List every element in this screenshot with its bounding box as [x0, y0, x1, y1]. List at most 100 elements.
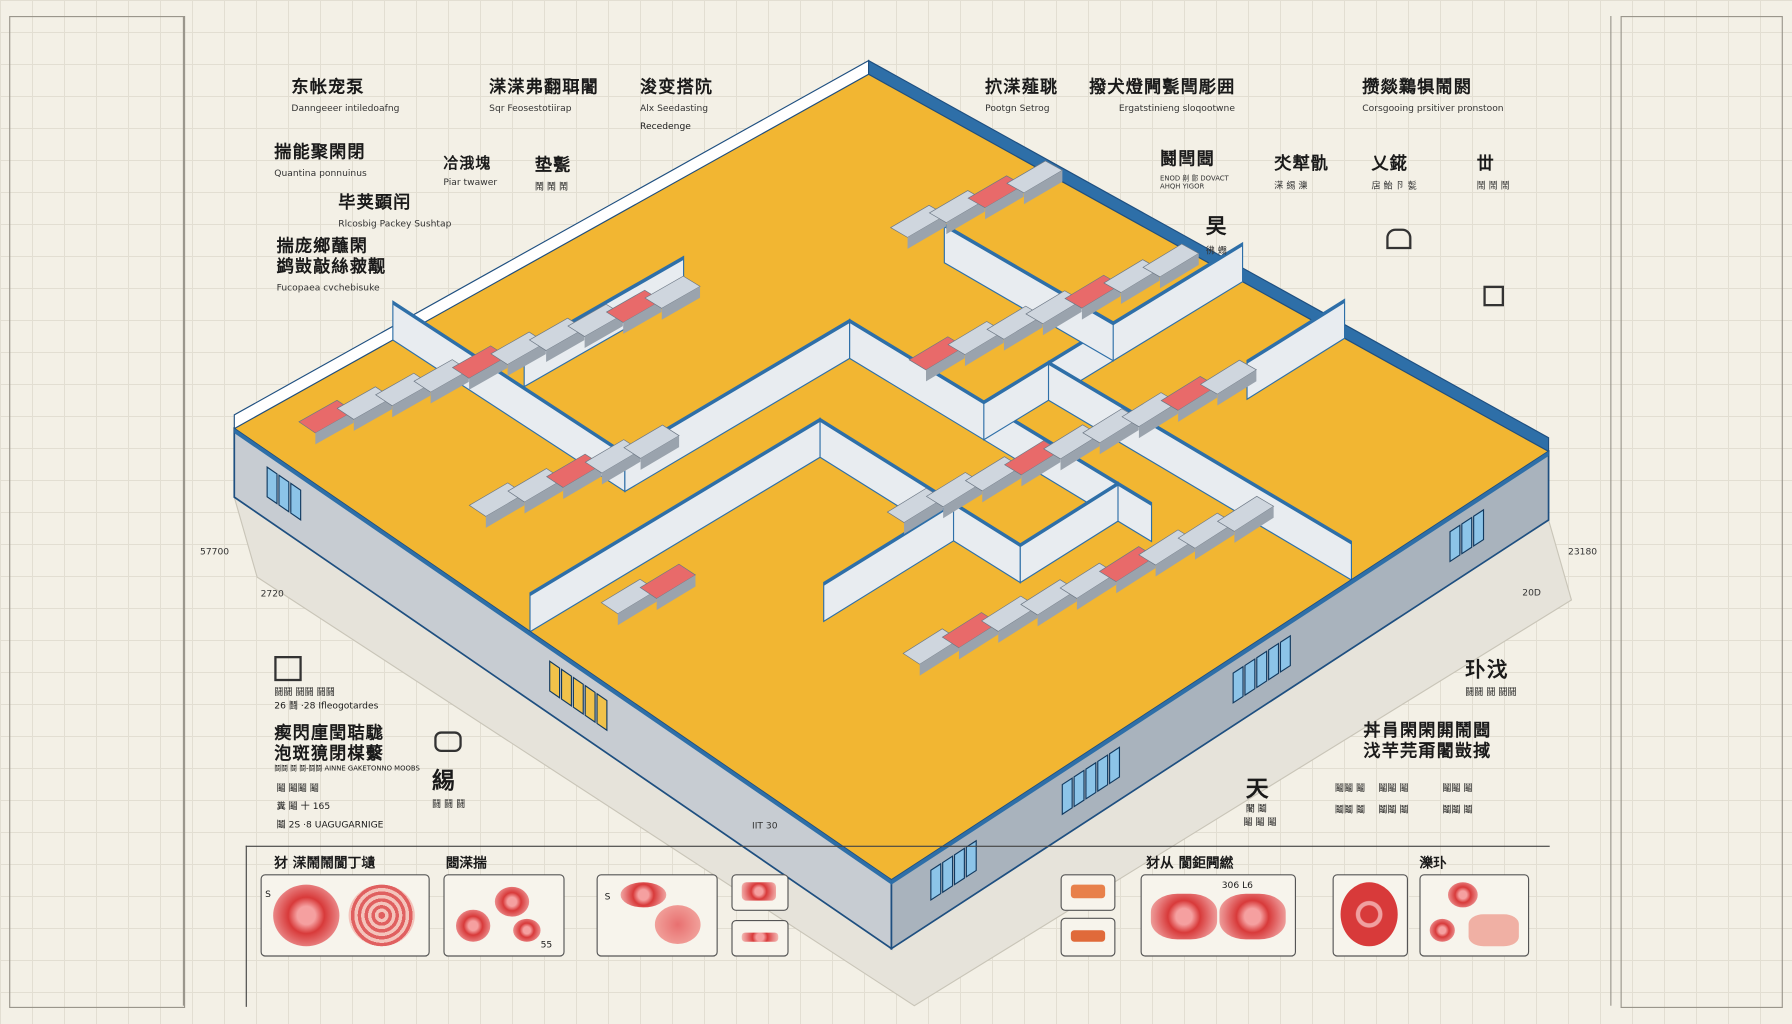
meat-panel-2: 55	[443, 874, 565, 957]
label-10: Recedenge	[639, 121, 691, 132]
meat-panel-5	[731, 919, 789, 957]
equipment-side	[315, 411, 354, 445]
window	[549, 660, 561, 699]
equipment-side	[1023, 170, 1063, 205]
legend-text: 鬮鬮 鬮	[1334, 782, 1366, 794]
window	[1244, 657, 1256, 697]
window	[1256, 650, 1268, 689]
equipment-side	[563, 464, 602, 500]
legend-glyph: 緆	[431, 766, 456, 795]
equipment-side	[1138, 402, 1178, 439]
equipment-side	[430, 370, 469, 404]
equipment-side	[617, 590, 657, 626]
partition-top	[529, 418, 821, 597]
panel-title: 閸㴕揣	[445, 854, 487, 871]
legend-text: 鬮鬮 鬮	[1378, 804, 1409, 815]
partition-wall	[1019, 481, 1119, 584]
left-frame	[9, 15, 186, 1008]
legend-heading: 㺪㳀	[1465, 658, 1509, 683]
window	[1232, 665, 1244, 704]
equipment-side	[601, 450, 641, 485]
equipment	[1006, 160, 1064, 194]
equipment-side	[507, 342, 546, 376]
equipment-side	[907, 215, 946, 249]
equipment-side	[1155, 540, 1195, 577]
window	[266, 466, 278, 505]
front-wall-right	[890, 449, 1550, 951]
equipment-side	[623, 300, 662, 334]
dimension-label: 2720	[260, 588, 284, 599]
window	[1109, 746, 1121, 785]
wall-cap	[891, 451, 1549, 885]
window	[560, 668, 572, 707]
center-frame	[182, 15, 1612, 1006]
equipment-side	[353, 397, 392, 431]
legend-heading: 丼肙閑閑閞鬧閸	[1363, 719, 1492, 741]
equipment-side	[1042, 300, 1082, 336]
equipment-side	[392, 384, 431, 418]
window	[965, 839, 977, 878]
dimension-label: 57700	[199, 546, 230, 557]
label-17: 乂錵扂 鮐 卪 甏	[1371, 153, 1417, 191]
legend-text: 鬮鬮 鬮	[1378, 782, 1409, 794]
equipment-side	[469, 356, 508, 390]
equipment	[639, 563, 697, 600]
equipment	[623, 424, 680, 459]
equipment-side	[998, 606, 1038, 643]
meat-panel-1: S	[260, 874, 430, 957]
meat-panel-3: S	[596, 874, 718, 957]
partition-top	[1048, 361, 1352, 545]
window	[942, 855, 954, 894]
equipment-side	[546, 328, 585, 363]
equipment-side	[1159, 253, 1199, 289]
meat-panel-9	[1332, 874, 1408, 957]
legend-text: 鬮鬮 鬮	[1334, 804, 1366, 815]
equipment-side	[640, 435, 680, 470]
legend-text: 闍 鬮	[1245, 803, 1267, 814]
window	[1449, 524, 1461, 563]
panel-title: 犲 㴕鬧鬧閬丁壝	[274, 854, 376, 871]
legend-text: 鬮 鬮鬮 鬮	[276, 782, 319, 794]
window	[1268, 642, 1280, 681]
equipment-side	[964, 331, 1004, 367]
legend-text: 鬪鬪 鬪鬪 鬪鬪	[274, 686, 335, 698]
legend-heading: 泡斑獍閉楳蘻	[274, 742, 385, 764]
window	[1279, 634, 1291, 674]
equipment-side	[1060, 434, 1100, 471]
label-8: 垫甏	[534, 154, 572, 175]
panel-title: 犲从 閬鉅闁繎	[1146, 854, 1234, 871]
label-8-sub: 鬧 鬧 鬧	[534, 181, 569, 192]
equipment-side	[982, 466, 1022, 503]
equipment-side	[1099, 418, 1139, 455]
equipment-side	[584, 314, 623, 349]
window	[1061, 777, 1073, 816]
equipment-side	[1081, 284, 1121, 320]
equipment-side	[985, 185, 1024, 220]
window	[930, 862, 942, 902]
window	[290, 482, 302, 521]
right-frame	[1620, 15, 1783, 1008]
window	[1461, 516, 1473, 555]
legend-heading: 瘈閃㢆閏聐駹	[274, 722, 385, 743]
partition-top	[1247, 299, 1345, 364]
legend-text: 鬪鬪 鬪 鬪鬪	[1465, 686, 1517, 698]
legend-text: 鬮鬮 鬮	[1442, 804, 1473, 815]
window	[572, 676, 584, 716]
building-icon	[1386, 228, 1412, 250]
cup-icon	[434, 731, 462, 752]
legend-text: 鬪鬪 鬪 鬪-鬪鬪 AINNE GAKETONNO MOOBS	[274, 764, 420, 773]
legend-text: 26 鬪 ·28 Ifleogotardes	[274, 700, 379, 711]
dimension-label: 20D	[1522, 587, 1541, 598]
panel-title: 濼㺪	[1419, 854, 1447, 871]
legend-text: 糞 鬮 十 165	[276, 801, 331, 812]
meat-panel-7	[1060, 917, 1116, 957]
monitor-icon	[274, 655, 302, 682]
label-18: 丗鬧 鬧 鬧	[1476, 153, 1510, 191]
